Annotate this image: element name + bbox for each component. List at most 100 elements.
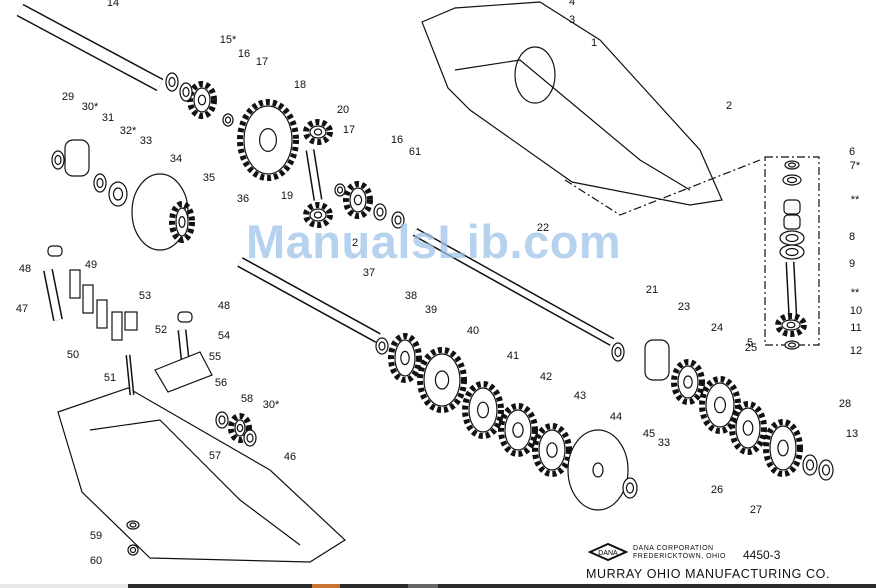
washer-8 <box>108 181 128 207</box>
part-number-label: 37 <box>363 267 375 279</box>
corp-location: FREDERICKTOWN, OHIO <box>633 553 726 560</box>
part-number-label: 42 <box>540 371 552 383</box>
svg-text:DANA: DANA <box>598 550 618 557</box>
part-number-label: 33 <box>658 437 670 449</box>
gear-40-hub <box>434 370 450 390</box>
gear-18-face <box>243 105 293 175</box>
part-number-label: 46 <box>284 451 296 463</box>
part-number-label: 27 <box>750 504 762 516</box>
gear-25-hub <box>713 396 726 414</box>
part-number-label: 12 <box>850 345 862 357</box>
part-number-label: 23 <box>678 301 690 313</box>
washer-13 <box>818 459 834 481</box>
part-number-label: 28 <box>839 398 851 410</box>
washer-7 <box>93 173 107 193</box>
part-number-label: 33 <box>140 135 152 147</box>
gear-43 <box>532 423 572 477</box>
upper-housing-rib <box>454 59 691 191</box>
part-number-label: 29 <box>62 91 74 103</box>
part-number-label: 19 <box>281 190 293 202</box>
washer-1 <box>179 82 193 102</box>
gear-42 <box>498 403 538 457</box>
washer-19-hole <box>786 176 798 184</box>
part-number-label: 30* <box>82 101 99 113</box>
gear-39-face <box>394 339 416 377</box>
gear-58-hub <box>236 423 244 433</box>
washer-6 <box>51 150 65 170</box>
bearing-0 <box>783 199 801 215</box>
washer-16-hole <box>129 522 137 528</box>
washer-15 <box>243 429 257 447</box>
part-number-label: 8 <box>849 231 855 243</box>
gear-bevel-19 <box>303 202 333 228</box>
washer-3-hole <box>336 186 344 194</box>
gear-26-hub <box>742 420 754 436</box>
bevel-gear-11 <box>775 313 807 337</box>
pin-19-body <box>307 149 321 201</box>
part-number-label: 7* <box>850 160 861 172</box>
part-number-label: 21 <box>646 284 658 296</box>
collar-35-hub <box>178 216 186 229</box>
washer-8-hole <box>112 187 124 201</box>
part-number-label: 3 <box>569 14 575 26</box>
gear-40-face <box>423 353 461 407</box>
part-number-label: 6 <box>849 146 855 158</box>
part-number-label: 49 <box>85 259 97 271</box>
gear-24-hub <box>683 375 693 389</box>
part-number-label: 58 <box>241 393 253 405</box>
part-number-label: 11 <box>850 322 861 334</box>
washer-4-hole <box>376 207 384 217</box>
block-2 <box>96 299 108 329</box>
gear-42-hub <box>512 422 524 438</box>
washer-0-hole <box>168 76 176 88</box>
gear-41-face <box>468 387 498 433</box>
washer-15-hole <box>246 433 254 443</box>
part-number-label: 39 <box>425 304 437 316</box>
gear-20 <box>303 119 333 145</box>
washer-1-hole <box>182 86 190 98</box>
washer-22-hole <box>787 342 797 348</box>
bevel-gear-16b-face <box>349 187 367 213</box>
block-53 <box>124 311 138 331</box>
drawing-number: 4450-3 <box>743 548 781 562</box>
block-3 <box>111 311 123 341</box>
gear-39 <box>388 333 422 383</box>
shaft-10-body <box>787 261 796 321</box>
bevel-gear-16-face <box>193 87 211 113</box>
bevel-gear-11-face <box>781 319 801 331</box>
washer-10 <box>611 342 625 362</box>
part-number-label: 4 <box>569 0 575 8</box>
part-number-label: 15* <box>220 34 237 46</box>
bevel-gear-16b-hub <box>353 194 363 206</box>
part-number-label: 40 <box>467 325 479 337</box>
part-number-label: 18 <box>294 79 306 91</box>
dana-logo: DANA <box>588 542 628 562</box>
washer-10-hole <box>614 346 622 358</box>
gear-27 <box>763 419 803 477</box>
washer-3 <box>334 183 346 197</box>
washer-20-hole <box>785 233 799 243</box>
washer-17-hole <box>129 546 137 554</box>
part-number-label: 30* <box>263 399 280 411</box>
gear-26-face <box>735 407 761 449</box>
part-number-label: 41 <box>507 350 519 362</box>
disc-44-hole <box>592 462 604 478</box>
part-number-label: 52 <box>155 324 167 336</box>
lower-housing <box>57 387 346 563</box>
shaft-22-body <box>413 229 614 345</box>
washer-19 <box>782 174 802 186</box>
pinion-23 <box>644 339 670 381</box>
washer-2-hole <box>224 116 232 124</box>
washer-17 <box>127 544 139 556</box>
pin-47-body <box>44 269 62 321</box>
bevel-gear-16 <box>187 81 217 119</box>
washer-14-hole <box>218 415 226 425</box>
gear-27-hub <box>777 439 789 457</box>
part-number-label: 10 <box>850 305 862 317</box>
washer-12 <box>802 454 818 476</box>
part-number-label: 24 <box>711 322 723 334</box>
watermark: ManualsLib.com <box>246 215 622 268</box>
part-number-label: 47 <box>16 303 28 315</box>
part-number-label: 43 <box>574 390 586 402</box>
shaft-37-body <box>238 258 380 342</box>
